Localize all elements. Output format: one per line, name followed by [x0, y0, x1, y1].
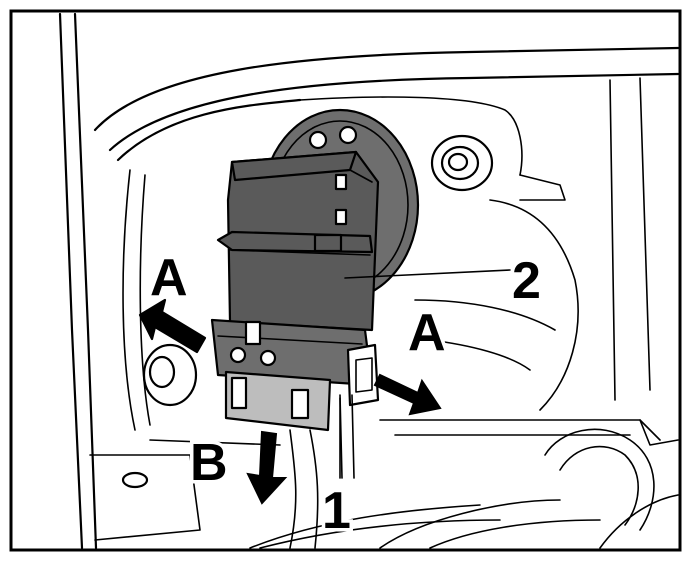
connector-socket — [210, 318, 380, 479]
callout-2-label: 2 — [512, 252, 541, 310]
label-b: B — [190, 434, 228, 492]
callout-1-label: 1 — [322, 482, 351, 540]
arrow-a-left — [138, 298, 207, 354]
wiring-harness — [249, 419, 679, 549]
mounting-bolt-upper — [430, 134, 494, 192]
arrow-b-down — [246, 430, 288, 505]
label-a-right: A — [408, 304, 446, 362]
figure-frame — [9, 9, 682, 552]
callout-2-leader — [344, 269, 511, 279]
arrow-a-right — [373, 373, 442, 416]
mounting-bolt-left — [142, 343, 198, 407]
relay-body — [216, 150, 380, 332]
bracket-slot — [121, 471, 149, 489]
label-a-left: A — [150, 249, 188, 307]
